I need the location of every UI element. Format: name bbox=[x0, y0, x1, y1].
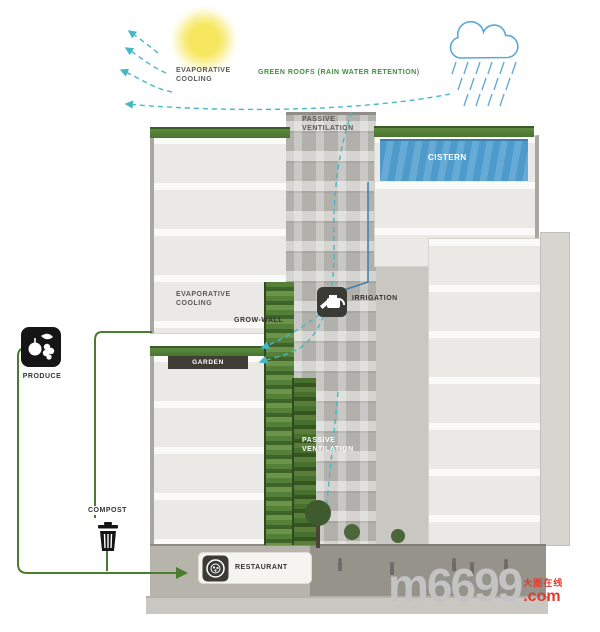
label-cistern: CISTERN bbox=[428, 153, 467, 162]
label-garden: GARDEN bbox=[168, 356, 248, 369]
courtyard bbox=[376, 262, 428, 544]
green-roof-left bbox=[150, 127, 290, 138]
label-compost: COMPOST bbox=[86, 506, 129, 516]
irrigation-watering-can-icon bbox=[316, 286, 348, 323]
restaurant-plate-icon bbox=[202, 555, 229, 582]
watermark-cn-text: 大图在线 bbox=[523, 578, 564, 589]
label-grow-wall: GROW-WALL bbox=[234, 317, 284, 324]
watermark: m6699 大图在线 .com bbox=[388, 559, 564, 611]
produce-icon bbox=[20, 326, 62, 373]
rainwater-to-roofs-arrow bbox=[124, 93, 451, 111]
label-evaporative-cooling-top: EVAPORATIVE COOLING bbox=[176, 67, 231, 84]
watermark-name: m6699 bbox=[388, 559, 523, 611]
sun-icon bbox=[170, 6, 238, 74]
label-restaurant: RESTAURANT bbox=[235, 564, 288, 572]
label-passive-ventilation-mid: PASSIVE VENTILATION bbox=[302, 437, 354, 454]
compost-bin-icon bbox=[95, 520, 121, 558]
grow-wall-lower bbox=[292, 378, 316, 545]
base-plinth bbox=[146, 596, 548, 614]
rain-lines bbox=[451, 61, 517, 107]
label-passive-ventilation-top: PASSIVE VENTILATION bbox=[302, 116, 354, 133]
label-irrigation: IRRIGATION bbox=[352, 295, 398, 302]
cistern-water bbox=[380, 139, 528, 181]
green-roof-right bbox=[374, 126, 534, 137]
evaporative-cooling-arrows-top bbox=[119, 30, 173, 93]
garden-terrace bbox=[150, 346, 292, 356]
right-side-wall bbox=[540, 232, 570, 546]
label-evaporative-cooling-mid: EVAPORATIVE COOLING bbox=[176, 291, 231, 308]
rain-cloud-icon bbox=[449, 20, 519, 59]
label-produce: PRODUCE bbox=[22, 373, 62, 380]
watermark-suffix: .com bbox=[523, 588, 561, 606]
label-green-roofs: GREEN ROOFS (RAIN WATER RETENTION) bbox=[258, 69, 420, 76]
right-lower-building bbox=[428, 238, 542, 546]
restaurant-callout: RESTAURANT bbox=[198, 552, 312, 584]
